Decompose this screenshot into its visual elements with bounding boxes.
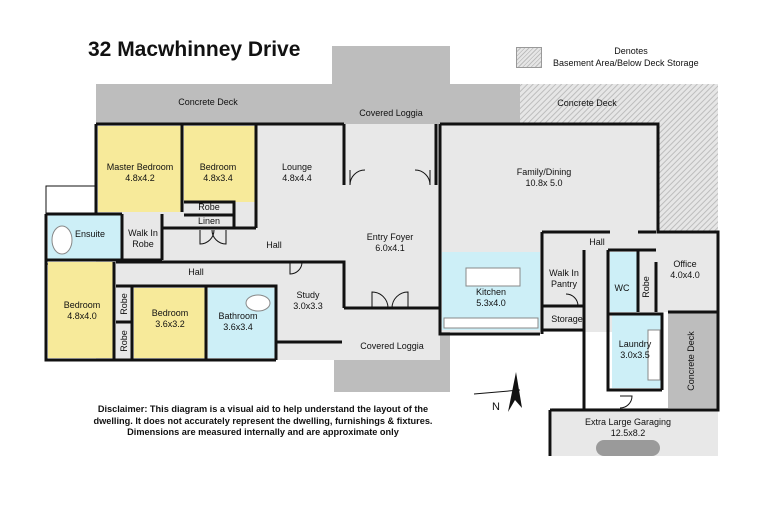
laundry-bench <box>647 329 661 381</box>
robe-top-label: Robe <box>198 202 220 212</box>
master-bedroom-label: Master Bedroom <box>107 162 174 172</box>
walk-in-pantry-label: Walk In <box>549 268 579 278</box>
concrete-deck-side <box>668 312 718 408</box>
bathroom-label: Bathroom <box>218 311 257 321</box>
storage <box>544 308 584 330</box>
bedroom-left <box>48 262 114 358</box>
family-dining-dim: 10.8x 5.0 <box>525 178 562 188</box>
kitchen-label: Kitchen <box>476 287 506 297</box>
entry-foyer-label: Entry Foyer <box>367 232 414 242</box>
study-dim: 3.0x3.3 <box>293 301 323 311</box>
storage-label: Storage <box>551 314 583 324</box>
ensuite-label: Ensuite <box>75 229 105 239</box>
lounge-dim: 4.8x4.4 <box>282 173 312 183</box>
garage-dim: 12.5x8.2 <box>611 428 646 438</box>
robe-left-2-label: Robe <box>119 330 129 352</box>
concrete-deck-side-label: Concrete Deck <box>686 331 696 391</box>
covered-loggia-top-label: Covered Loggia <box>359 108 423 118</box>
entry-foyer-dim: 6.0x4.1 <box>375 243 405 253</box>
bathroom-dim: 3.6x3.4 <box>223 322 253 332</box>
bedroom-left-label: Bedroom <box>64 300 101 310</box>
bedroom-left-dim: 4.8x4.0 <box>67 311 97 321</box>
walk-in-robe <box>124 214 162 260</box>
robe-top <box>184 202 234 214</box>
robe-office-label: Robe <box>641 276 651 298</box>
garage-label: Extra Large Garaging <box>585 417 671 427</box>
concrete-deck-right-label: Concrete Deck <box>557 98 617 108</box>
office-label: Office <box>673 259 696 269</box>
office <box>656 232 718 312</box>
kitchen-dim: 5.3x4.0 <box>476 298 506 308</box>
deck-right-hatched-side <box>658 124 718 232</box>
hall-right-label: Hall <box>589 237 605 247</box>
bathroom-bath <box>245 294 271 312</box>
north-label: N <box>492 401 500 413</box>
linen-label: Linen <box>198 216 220 226</box>
kitchen-island <box>465 267 521 287</box>
study <box>276 262 338 342</box>
master-bedroom <box>98 126 182 212</box>
page-title: 32 Macwhinney Drive <box>88 38 301 61</box>
walk-in-pantry <box>544 252 584 306</box>
kitchen <box>442 252 540 330</box>
laundry-label: Laundry <box>619 339 652 349</box>
robe-left-1-label: Robe <box>119 293 129 315</box>
disclaimer: Disclaimer: This diagram is a visual aid… <box>93 404 433 437</box>
lounge-label: Lounge <box>282 162 312 172</box>
bedroom-top-label: Bedroom <box>200 162 237 172</box>
bedroom-mid-label: Bedroom <box>152 308 189 318</box>
walk-in-robe-label: Walk In <box>128 228 158 238</box>
study-label: Study <box>296 290 320 300</box>
concrete-deck-right-plain <box>450 84 520 124</box>
linen <box>184 215 234 227</box>
master-bedroom-dim: 4.8x4.2 <box>125 173 155 183</box>
legend-label: Denotes <box>614 46 648 56</box>
kitchen-bench <box>443 317 539 329</box>
bedroom-top <box>184 126 256 202</box>
hall-left-label: Hall <box>188 267 204 277</box>
concrete-deck-left-label: Concrete Deck <box>178 97 238 107</box>
robe-left-1 <box>116 286 132 322</box>
office-dim: 4.0x4.0 <box>670 270 700 280</box>
wc-label: WC <box>615 283 630 293</box>
wc <box>610 252 638 312</box>
hall-main-label: Hall <box>266 240 282 250</box>
legend-swatch <box>516 47 542 68</box>
walk-in-robe-label-2: Robe <box>132 239 154 249</box>
garage-car <box>596 440 660 456</box>
north-arrow-icon: N <box>473 372 522 413</box>
concrete-deck-right-hatched <box>520 84 718 124</box>
legend-description: Basement Area/Below Deck Storage <box>553 58 699 68</box>
walk-in-pantry-label-2: Pantry <box>551 279 578 289</box>
bedroom-mid <box>134 288 206 358</box>
robe-office <box>638 262 656 312</box>
bedroom-top-dim: 4.8x3.4 <box>203 173 233 183</box>
walls <box>44 122 720 456</box>
laundry-dim: 3.0x3.5 <box>620 350 650 360</box>
robe-left-2 <box>116 324 132 358</box>
lounge <box>258 126 344 228</box>
family-dining-label: Family/Dining <box>517 167 572 177</box>
ensuite-bath <box>51 225 73 255</box>
covered-loggia-bottom-label: Covered Loggia <box>360 341 424 351</box>
doors <box>199 169 633 409</box>
bedroom-mid-dim: 3.6x3.2 <box>155 319 185 329</box>
concrete-deck-left <box>96 84 332 124</box>
covered-loggia-top <box>332 46 450 124</box>
